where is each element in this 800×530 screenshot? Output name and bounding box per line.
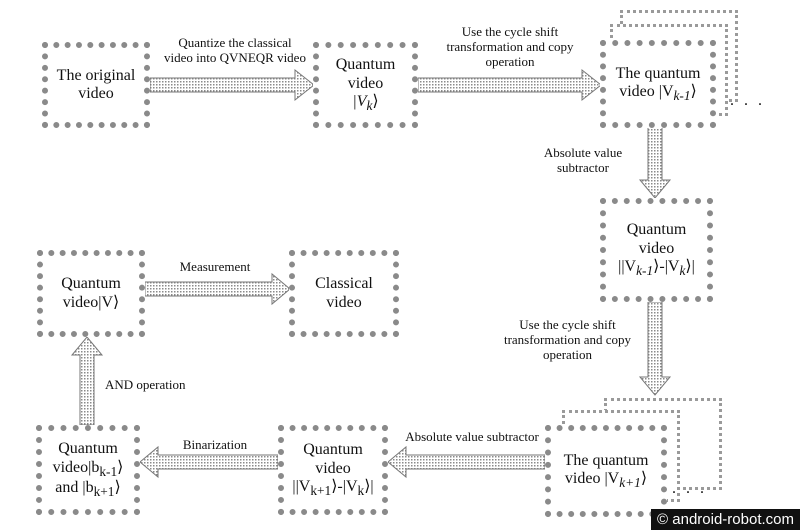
label-absval1-2: subtractor (557, 159, 609, 175)
arrow-b-to-v (70, 336, 104, 426)
label-cycle2-2: transformation and copy (503, 331, 632, 347)
label-measurement-text: Measurement (179, 259, 251, 274)
b-line1: Quantum (58, 440, 118, 458)
label-absolute-value-1: Absolute value subtractor (528, 145, 638, 176)
kp1-line1: The quantum (563, 451, 649, 469)
box-original-line2: video (78, 85, 114, 102)
b-sub1: k-1 (99, 463, 118, 479)
arrow-v-to-classical (144, 272, 291, 306)
ellipsis-bottom: . . . (672, 480, 707, 497)
label-cycle-shift-1: Use the cycle shift transformation and c… (420, 24, 600, 70)
diff1-sub1: k-1 (636, 263, 654, 279)
b-line2: video|bk-1⟩ (53, 459, 124, 480)
arrow-kp1-to-diff2 (387, 445, 546, 479)
diff2-line1: Quantum (303, 441, 363, 459)
classical-line2: video (326, 293, 362, 311)
diff2-sub1: k+1 (310, 483, 332, 499)
qvk-line3: |Vk⟩ (336, 93, 396, 114)
diff1-line3: ||Vk-1⟩-|Vk⟩| (618, 258, 695, 279)
label-absolute-value-2: Absolute value subtractor (392, 429, 552, 445)
kp1-v: video |V (564, 469, 620, 487)
diff1-a: ||V (618, 258, 637, 276)
label-cycle-shift-2: Use the cycle shift transformation and c… (480, 317, 655, 363)
label-cycle2-1: Use the cycle shift (519, 317, 616, 332)
diff2-line2: video (315, 459, 351, 477)
diff2-line3: ||Vk+1⟩-|Vk⟩| (292, 478, 373, 499)
label-measurement: Measurement (165, 259, 265, 275)
arrow-original-to-quantum (149, 68, 315, 102)
box-original-video: The original video (42, 42, 150, 128)
diff1-c: ⟩| (685, 258, 695, 276)
qvk-v: |V (352, 93, 367, 111)
diff1-line2: video (638, 239, 675, 257)
box-quantum-video-km1: The quantum video |Vk-1⟩ (600, 40, 716, 128)
km1-v: video |V (619, 82, 674, 100)
box-quantum-video-kp1: The quantum video |Vk+1⟩ (545, 425, 667, 517)
label-absval1-1: Absolute value (543, 145, 623, 160)
label-cycle1-3: operation (485, 53, 535, 69)
label-binarization: Binarization (165, 437, 265, 453)
box-quantum-video-diff1: Quantum video ||Vk-1⟩-|Vk⟩| (600, 198, 713, 302)
km1-line1: The quantum (615, 64, 701, 82)
kp1-ket: ⟩ (640, 469, 648, 487)
label-cycle2-3: operation (542, 346, 593, 362)
km1-ket: ⟩ (690, 82, 697, 100)
arrow-diff1-to-kp1 (638, 301, 672, 396)
arrow-km1-to-diff1 (638, 124, 672, 199)
box-quantum-video-b: Quantum video|bk-1⟩ and |bk+1⟩ (36, 425, 140, 515)
diff2-c: ⟩| (364, 478, 374, 496)
km1-sub: k-1 (673, 88, 691, 104)
kp1-sub: k+1 (619, 475, 641, 491)
b-a: video|b (52, 458, 100, 476)
b-ket1: ⟩ (117, 458, 124, 476)
box-classical-video: Classical video (289, 250, 399, 337)
km1-line2: video |Vk-1⟩ (616, 83, 701, 104)
box-quantum-video-k: Quantum video |Vk⟩ (313, 42, 418, 128)
label-absval2-text: Absolute value subtractor (405, 429, 539, 444)
b-ket2: ⟩ (114, 479, 121, 497)
label-and-operation: AND operation (105, 377, 215, 393)
box-quantum-video-v: Quantum video|V⟩ (37, 250, 145, 337)
qvk-sub: k (366, 98, 373, 114)
label-cycle1-1: Use the cycle shift (461, 24, 559, 39)
b-line3: and |bk+1⟩ (53, 479, 124, 500)
arrow-diff2-to-b (139, 445, 279, 479)
label-quantize-1: Quantize the classical (178, 35, 292, 50)
label-quantize: Quantize the classical video into QVNEQR… (150, 35, 320, 66)
label-quantize-2: video into QVNEQR video (164, 49, 306, 65)
kp1-line2: video |Vk+1⟩ (564, 470, 649, 491)
label-and-text: AND operation (105, 377, 186, 392)
v-line2: video|V⟩ (62, 293, 120, 311)
arrow-quantum-to-km1 (417, 68, 602, 102)
diff2-b: ⟩-|V (331, 478, 358, 496)
diff2-sub2: k (357, 483, 365, 499)
v-line1: Quantum (61, 275, 121, 293)
watermark: © android-robot.com (651, 509, 800, 530)
label-cycle1-2: transformation and copy (446, 38, 574, 54)
diff2-a: ||V (292, 478, 311, 496)
qvk-line2: video (347, 74, 384, 92)
ellipsis-top: . . . (730, 92, 765, 109)
b-sub2: k+1 (93, 484, 115, 500)
qvk-line1: Quantum (335, 56, 396, 74)
b-b: and |b (55, 479, 94, 497)
diff1-b: ⟩-|V (653, 258, 680, 276)
qvk-ket: ⟩ (372, 93, 379, 111)
classical-line1: Classical (315, 275, 373, 293)
diff1-line1: Quantum (626, 221, 687, 239)
diff1-sub2: k (679, 263, 686, 279)
label-binarization-text: Binarization (182, 437, 248, 452)
box-quantum-video-diff2: Quantum video ||Vk+1⟩-|Vk⟩| (278, 425, 388, 515)
box-original-line1: The original (56, 66, 136, 84)
